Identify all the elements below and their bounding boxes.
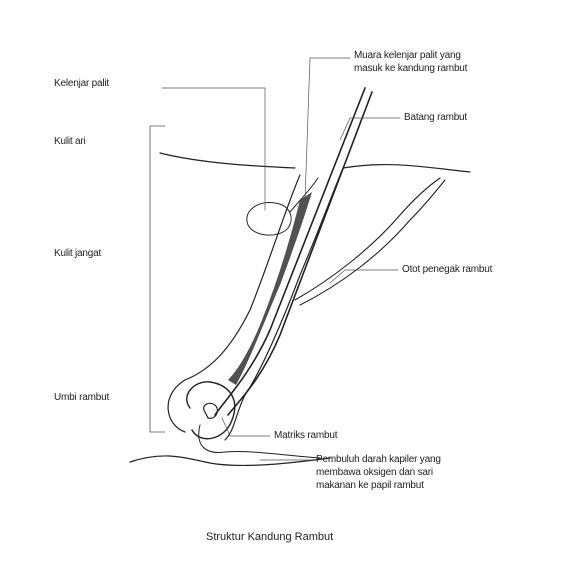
papilla xyxy=(204,403,218,418)
label-muara-2: masuk ke kandung rambut xyxy=(354,63,467,75)
label-kulit-jangat: Kulit jangat xyxy=(54,248,101,260)
label-kulit-ari: Kulit ari xyxy=(54,136,86,148)
label-batang-rambut: Batang rambut xyxy=(404,112,467,124)
subcutis-line xyxy=(130,456,330,466)
label-pembuluh-1: Pembuluh darah kapiler yang xyxy=(316,454,441,466)
label-otot-penegak-rambut: Otot penegak rambut xyxy=(402,264,492,276)
follicle-right-wall xyxy=(225,168,343,440)
skin-surface xyxy=(160,153,295,168)
label-umbi-rambut: Umbi rambut xyxy=(54,392,109,404)
leader-kelenjar-palit xyxy=(162,88,265,210)
diagram-caption: Struktur Kandung Rambut xyxy=(206,531,333,543)
sebaceous-gland xyxy=(247,202,291,235)
label-kelenjar-palit: Kelenjar palit xyxy=(54,78,109,90)
label-pembuluh-3: makanan ke papil rambut xyxy=(316,480,424,492)
dermis-bracket xyxy=(150,126,165,432)
skin-surface-right xyxy=(343,165,470,172)
label-matriks-rambut: Matriks rambut xyxy=(274,430,337,442)
label-muara-1: Muara kelenjar palit yang xyxy=(354,50,461,62)
label-pembuluh-2: membawa oksigen dan sari xyxy=(316,467,433,479)
leader-muara xyxy=(305,58,350,200)
